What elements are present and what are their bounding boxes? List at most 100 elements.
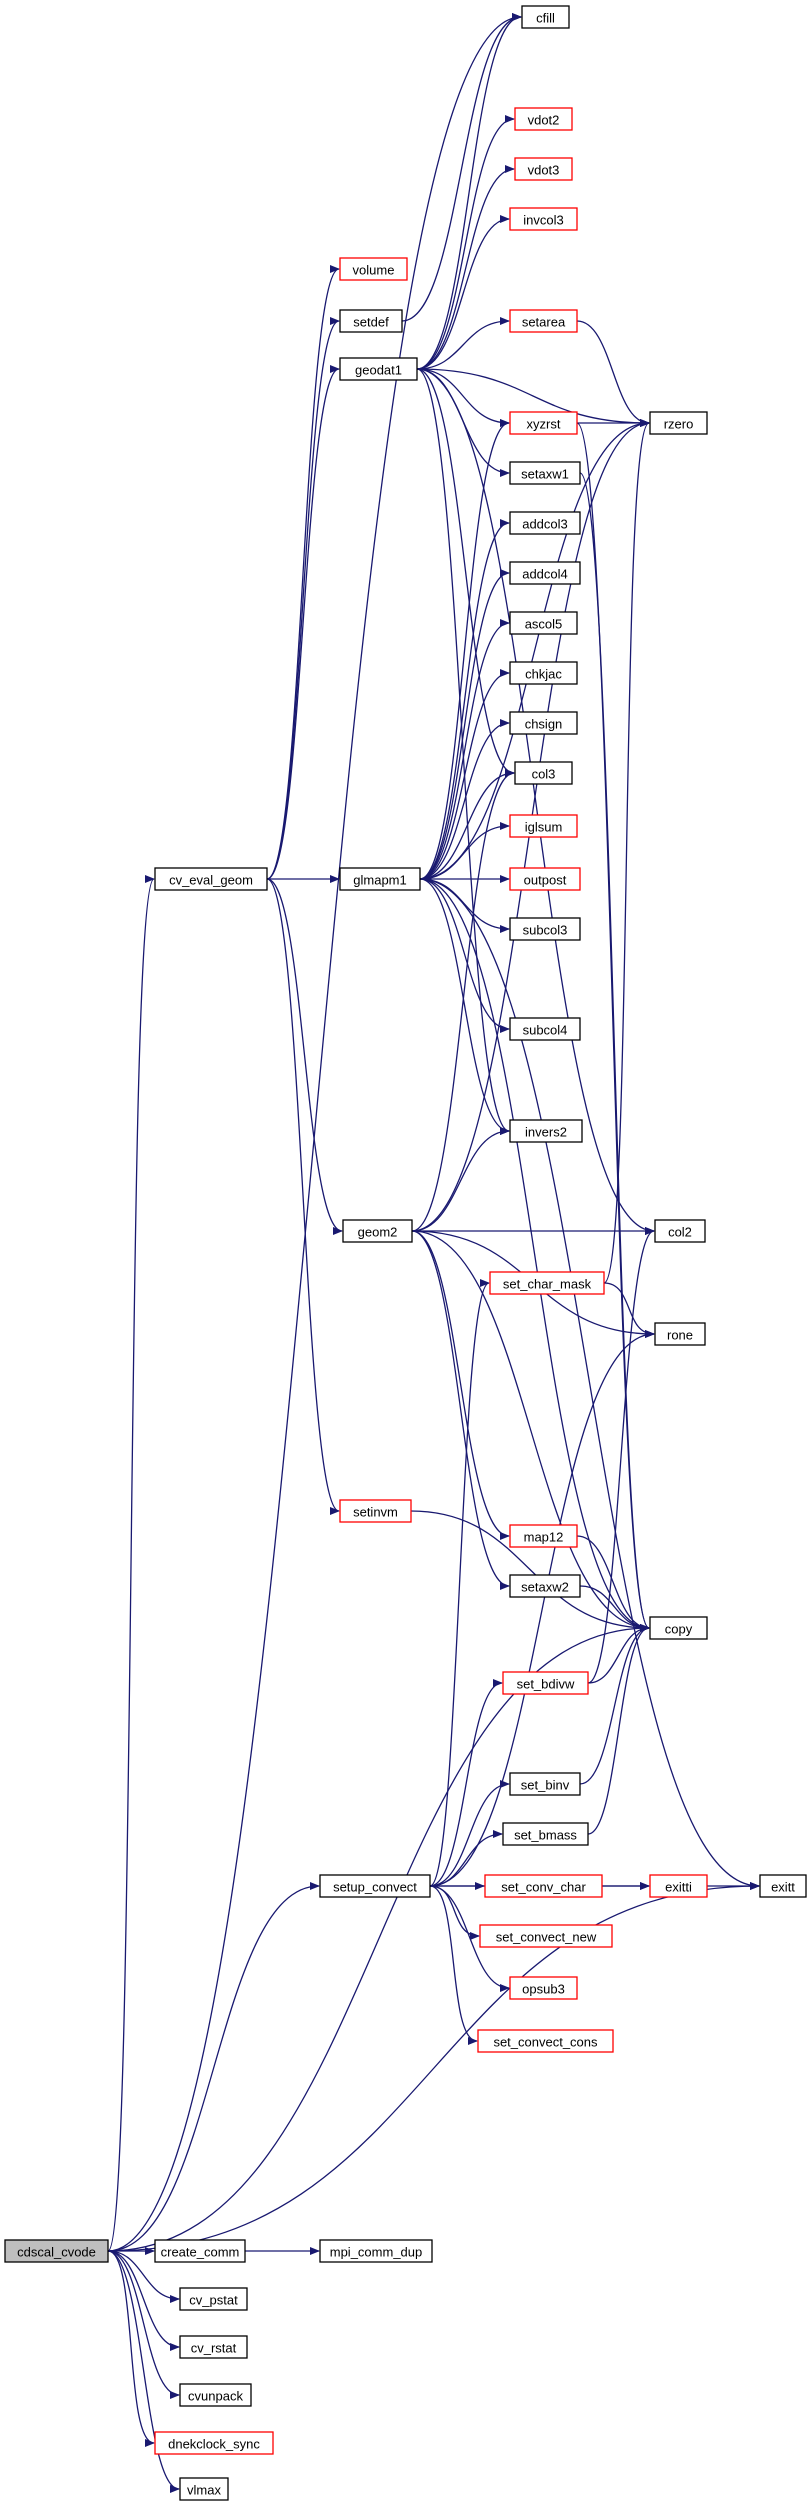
node-box[interactable]: [339, 309, 403, 333]
node-box[interactable]: [179, 2477, 229, 2501]
node-invers2[interactable]: invers2: [509, 1119, 583, 1143]
node-col2[interactable]: col2: [654, 1219, 706, 1243]
node-box[interactable]: [154, 2431, 274, 2455]
node-box[interactable]: [484, 1874, 603, 1898]
node-box[interactable]: [179, 2335, 248, 2359]
node-box[interactable]: [339, 1499, 412, 1523]
node-setaxw2[interactable]: setaxw2: [509, 1574, 581, 1598]
node-xyzrst[interactable]: xyzrst: [509, 411, 578, 435]
node-addcol4[interactable]: addcol4: [509, 561, 581, 585]
node-glmapm1[interactable]: glmapm1: [339, 867, 421, 891]
node-iglsum[interactable]: iglsum: [509, 814, 578, 838]
node-opsub3[interactable]: opsub3: [509, 1976, 578, 2000]
node-box[interactable]: [521, 5, 570, 29]
node-addcol3[interactable]: addcol3: [509, 511, 581, 535]
node-setdef[interactable]: setdef: [339, 309, 403, 333]
node-box[interactable]: [514, 157, 573, 181]
node-box[interactable]: [319, 2239, 433, 2263]
node-box[interactable]: [479, 1924, 613, 1948]
node-dnekclock-sync[interactable]: dnekclock_sync: [154, 2431, 274, 2455]
node-vdot2[interactable]: vdot2: [514, 107, 573, 131]
node-map12[interactable]: map12: [509, 1524, 578, 1548]
node-box[interactable]: [319, 1874, 431, 1898]
node-setaxw1[interactable]: setaxw1: [509, 461, 581, 485]
node-vlmax[interactable]: vlmax: [179, 2477, 229, 2501]
node-box[interactable]: [154, 2239, 246, 2263]
node-set-convect-new[interactable]: set_convect_new: [479, 1924, 613, 1948]
node-box[interactable]: [649, 1874, 708, 1898]
node-box[interactable]: [509, 1017, 581, 1041]
node-invcol3[interactable]: invcol3: [509, 207, 578, 231]
node-box[interactable]: [514, 107, 573, 131]
node-rone[interactable]: rone: [654, 1322, 706, 1346]
node-cv-rstat[interactable]: cv_rstat: [179, 2335, 248, 2359]
node-volume[interactable]: volume: [339, 257, 408, 281]
node-box[interactable]: [509, 814, 578, 838]
node-set-char-mask[interactable]: set_char_mask: [489, 1271, 605, 1295]
node-box[interactable]: [509, 561, 581, 585]
node-box[interactable]: [509, 461, 581, 485]
node-box[interactable]: [654, 1219, 706, 1243]
node-box[interactable]: [509, 917, 581, 941]
node-cv-eval-geom[interactable]: cv_eval_geom: [154, 867, 268, 891]
node-cv-pstat[interactable]: cv_pstat: [179, 2287, 248, 2311]
node-geodat1[interactable]: geodat1: [339, 357, 418, 381]
node-box[interactable]: [179, 2287, 248, 2311]
node-box[interactable]: [4, 2239, 109, 2263]
node-col3[interactable]: col3: [514, 761, 573, 785]
node-box[interactable]: [339, 257, 408, 281]
node-box[interactable]: [502, 1822, 589, 1846]
node-box[interactable]: [509, 1119, 583, 1143]
node-box[interactable]: [649, 1616, 708, 1640]
node-box[interactable]: [339, 357, 418, 381]
node-box[interactable]: [509, 309, 578, 333]
node-rzero[interactable]: rzero: [649, 411, 708, 435]
node-chsign[interactable]: chsign: [509, 711, 578, 735]
node-geom2[interactable]: geom2: [342, 1219, 413, 1243]
node-box[interactable]: [759, 1874, 807, 1898]
node-box[interactable]: [509, 511, 581, 535]
node-exitti[interactable]: exitti: [649, 1874, 708, 1898]
node-box[interactable]: [509, 711, 578, 735]
node-box[interactable]: [509, 1976, 578, 2000]
node-cdscal-cvode[interactable]: cdscal_cvode: [4, 2239, 109, 2263]
node-box[interactable]: [509, 207, 578, 231]
node-ascol5[interactable]: ascol5: [509, 611, 578, 635]
node-outpost[interactable]: outpost: [509, 867, 581, 891]
node-box[interactable]: [339, 867, 421, 891]
node-box[interactable]: [509, 1574, 581, 1598]
node-vdot3[interactable]: vdot3: [514, 157, 573, 181]
node-box[interactable]: [654, 1322, 706, 1346]
node-set-convect-cons[interactable]: set_convect_cons: [477, 2029, 614, 2053]
node-box[interactable]: [509, 1772, 581, 1796]
node-setinvm[interactable]: setinvm: [339, 1499, 412, 1523]
node-box[interactable]: [509, 611, 578, 635]
node-box[interactable]: [154, 867, 268, 891]
node-exitt[interactable]: exitt: [759, 1874, 807, 1898]
node-box[interactable]: [489, 1271, 605, 1295]
node-box[interactable]: [649, 411, 708, 435]
node-cfill[interactable]: cfill: [521, 5, 570, 29]
node-chkjac[interactable]: chkjac: [509, 661, 578, 685]
node-box[interactable]: [502, 1671, 589, 1695]
node-cvunpack[interactable]: cvunpack: [179, 2383, 252, 2407]
node-set-bdivw[interactable]: set_bdivw: [502, 1671, 589, 1695]
node-setup-convect[interactable]: setup_convect: [319, 1874, 431, 1898]
node-box[interactable]: [509, 867, 581, 891]
node-set-bmass[interactable]: set_bmass: [502, 1822, 589, 1846]
node-copy[interactable]: copy: [649, 1616, 708, 1640]
node-set-binv[interactable]: set_binv: [509, 1772, 581, 1796]
node-subcol4[interactable]: subcol4: [509, 1017, 581, 1041]
node-box[interactable]: [509, 661, 578, 685]
node-box[interactable]: [342, 1219, 413, 1243]
node-box[interactable]: [477, 2029, 614, 2053]
node-subcol3[interactable]: subcol3: [509, 917, 581, 941]
node-box[interactable]: [514, 761, 573, 785]
node-box[interactable]: [509, 1524, 578, 1548]
node-mpi-comm-dup[interactable]: mpi_comm_dup: [319, 2239, 433, 2263]
node-box[interactable]: [179, 2383, 252, 2407]
node-setarea[interactable]: setarea: [509, 309, 578, 333]
node-create-comm[interactable]: create_comm: [154, 2239, 246, 2263]
node-set-conv-char[interactable]: set_conv_char: [484, 1874, 603, 1898]
node-box[interactable]: [509, 411, 578, 435]
